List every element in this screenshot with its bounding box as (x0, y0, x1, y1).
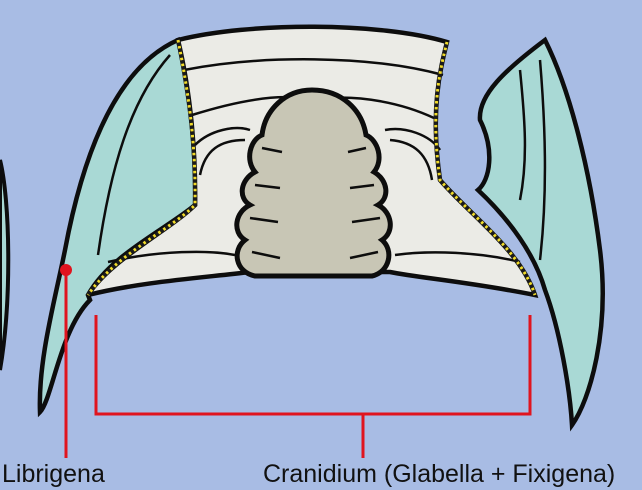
cranidium-bracket (96, 315, 530, 458)
cranidium-label: Cranidium (Glabella + Fixigena) (263, 462, 615, 487)
left-edge-fragment (0, 160, 8, 370)
librigena-right (478, 40, 603, 425)
librigena-label: Librigena (2, 462, 105, 487)
